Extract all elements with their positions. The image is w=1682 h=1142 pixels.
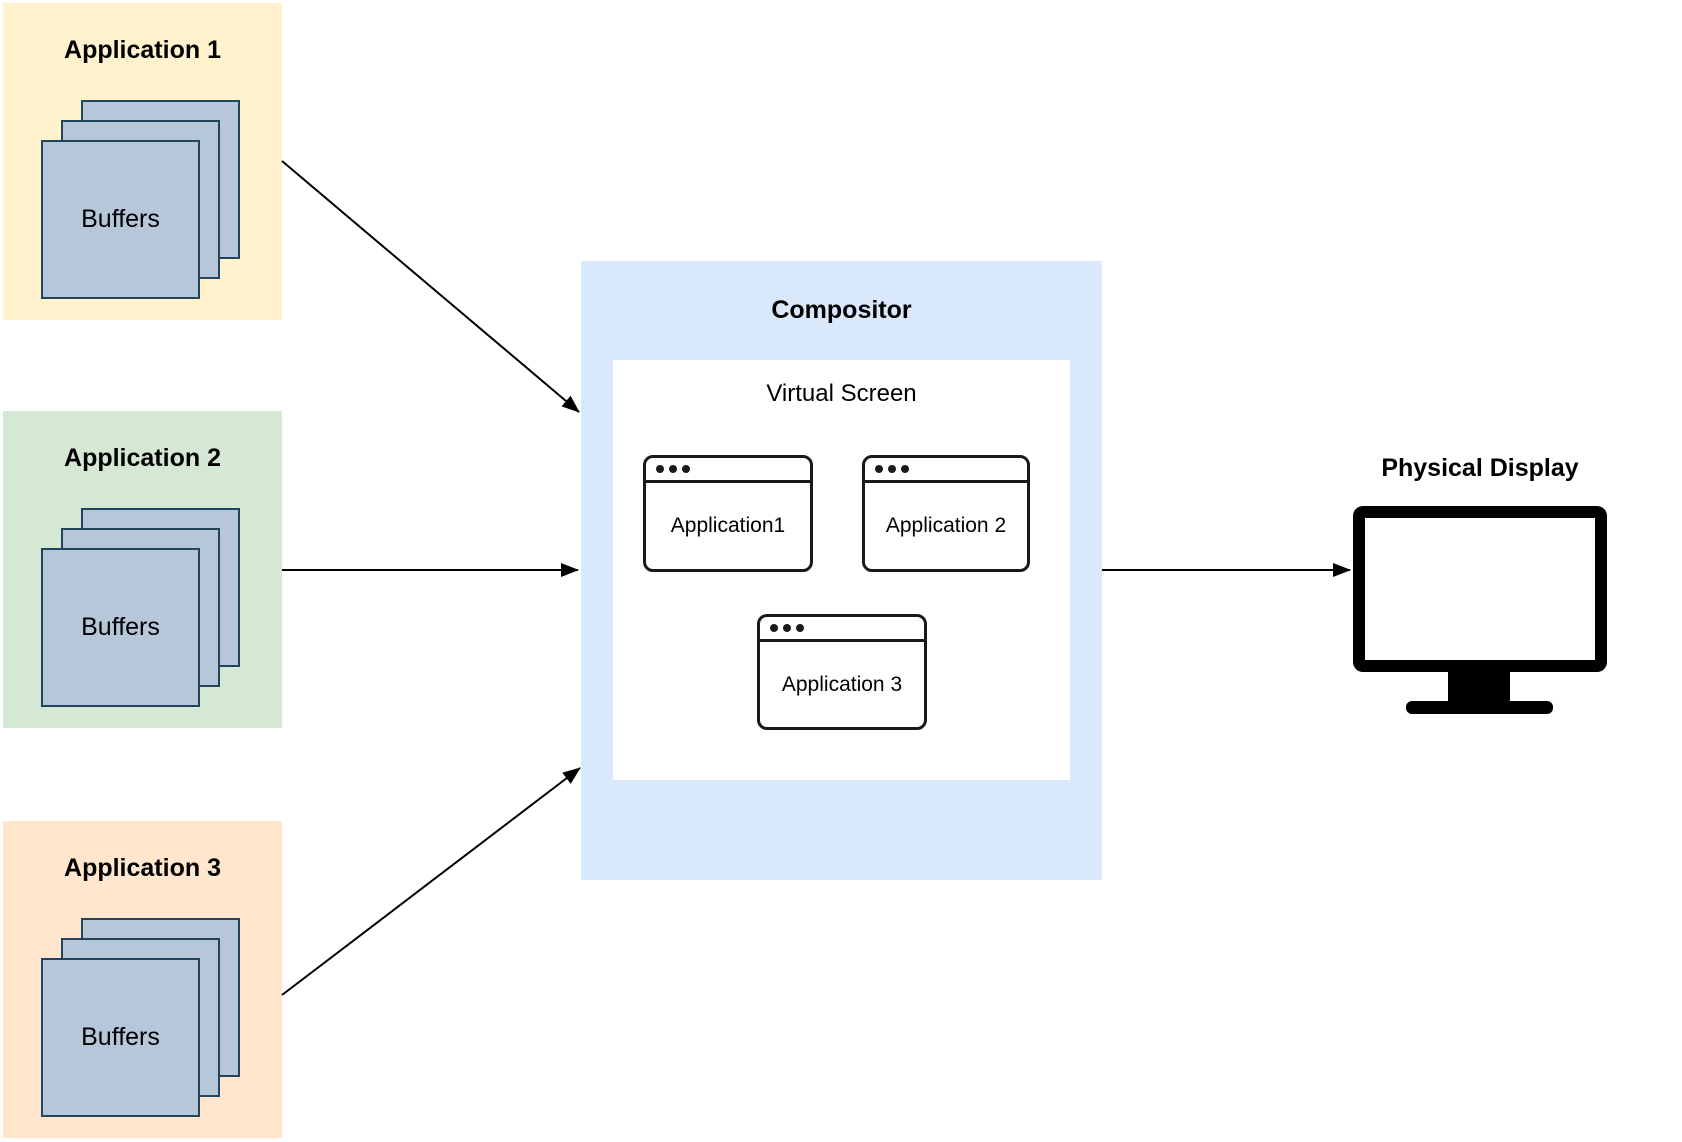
window-dot-icon [770,624,778,632]
window-dot-icon [901,465,909,473]
monitor-stand-base [1406,701,1553,714]
window-label: Application 3 [781,672,903,696]
application-3-title: Application 3 [64,854,221,882]
application-1-box: Application 1 Buffers [3,3,282,320]
arrow-app1-to-compositor [281,160,580,413]
window-dot-icon [783,624,791,632]
application-3-box: Application 3 Buffers [3,821,282,1138]
window-titlebar [760,617,924,642]
window-application2: Application 2 [862,455,1030,572]
buffer-square-front: Buffers [41,548,200,707]
window-application3: Application 3 [757,614,927,730]
buffer-square-front: Buffers [41,958,200,1117]
application-1-title: Application 1 [64,36,221,64]
window-titlebar [646,458,810,483]
window-label: Application1 [670,514,786,537]
window-dot-icon [656,465,664,473]
monitor-screen [1353,506,1607,672]
arrow-app3-to-compositor [281,767,581,996]
buffers-label: Buffers [81,1023,160,1051]
buffer-square-front: Buffers [41,140,200,299]
virtual-screen-title: Virtual Screen [766,380,917,407]
window-application1: Application1 [643,455,813,572]
window-titlebar [865,458,1027,483]
window-dot-icon [875,465,883,473]
application-2-box: Application 2 Buffers [3,411,282,728]
window-dot-icon [682,465,690,473]
compositor-box: Compositor Virtual Screen Application1 A… [581,261,1102,880]
physical-display-title: Physical Display [1381,454,1579,482]
monitor-stand-neck [1448,671,1510,702]
virtual-screen-box: Virtual Screen Application1 Application … [613,360,1070,780]
compositor-title: Compositor [771,296,912,324]
window-dot-icon [796,624,804,632]
application-2-title: Application 2 [64,444,221,472]
buffers-label: Buffers [81,205,160,233]
window-dot-icon [888,465,896,473]
window-label: Application 2 [885,514,1007,537]
buffers-label: Buffers [81,613,160,641]
window-dot-icon [669,465,677,473]
